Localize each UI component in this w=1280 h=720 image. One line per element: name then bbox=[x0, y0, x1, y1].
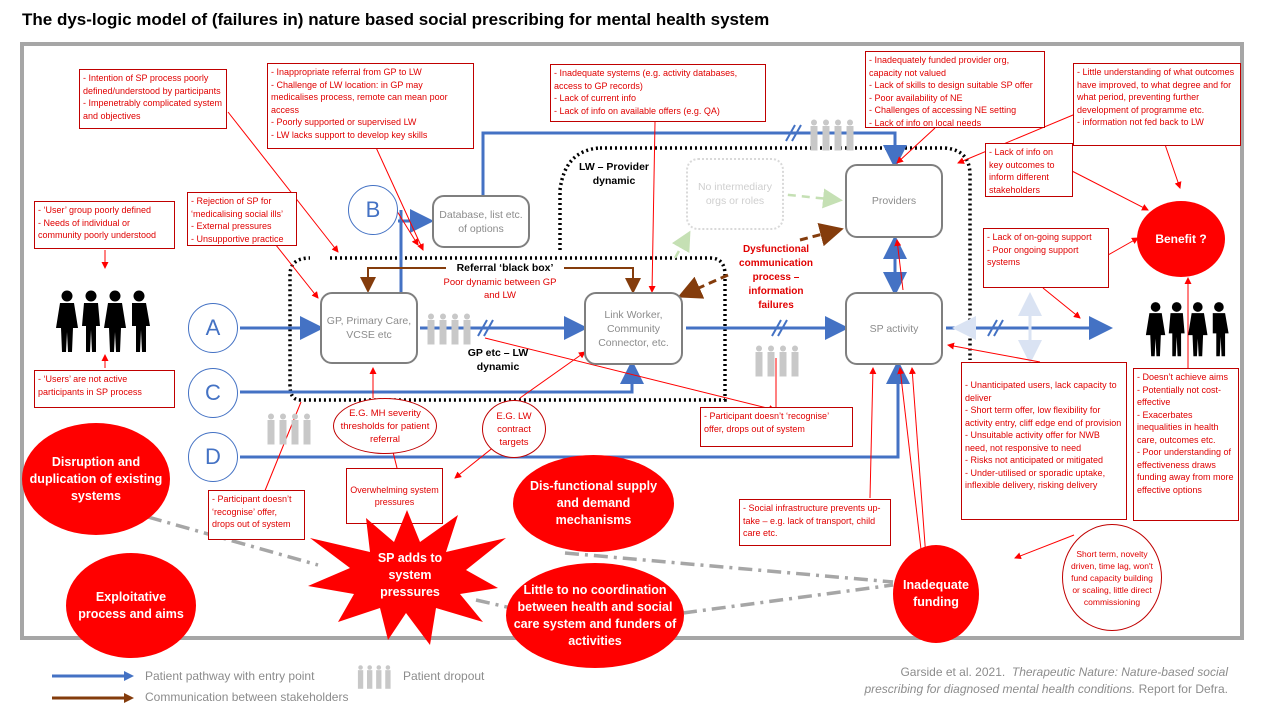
dysfunctional-comm-label: Dysfunctional communication process – in… bbox=[739, 244, 813, 311]
note-overwhelming: Overwhelming system pressures bbox=[346, 468, 443, 524]
note-referral: - Inappropriate referral from GP to LW- … bbox=[267, 63, 474, 149]
gp-node: GP, Primary Care, VCSE etc bbox=[320, 292, 418, 364]
note-participant-drop-gp: - Participant doesn’t ‘recognise’ offer,… bbox=[208, 490, 305, 540]
note-systems: - Inadequate systems (e.g. activity data… bbox=[550, 64, 766, 122]
failure-sp-adds: SP adds to system pressures bbox=[377, 550, 443, 599]
oval-funding-detail: Short term, novelty driven, time lag, wo… bbox=[1062, 524, 1162, 631]
failure-benefit: Benefit ? bbox=[1137, 201, 1225, 277]
note-key-outcomes: - Lack of info on key outcomes to inform… bbox=[985, 143, 1073, 197]
legend-dropout-label: Patient dropout bbox=[403, 669, 485, 683]
entry-point-b: B bbox=[348, 185, 398, 235]
gp-lw-dynamic-label: GP etc – LW dynamic bbox=[467, 347, 529, 373]
entry-point-d: D bbox=[188, 432, 238, 482]
note-users-not-active: - ‘Users’ are not active participants in… bbox=[34, 370, 175, 408]
pathway-c bbox=[240, 360, 644, 394]
failure-disruption: Disruption and duplication of existing s… bbox=[22, 423, 170, 535]
dropout-icon bbox=[267, 413, 311, 445]
sp-activity-node: SP activity bbox=[845, 292, 943, 365]
lw-provider-dynamic-boundary bbox=[558, 146, 972, 360]
legend-dropout-icon bbox=[357, 665, 391, 689]
providers-node: Providers bbox=[845, 164, 943, 238]
intermediary-node: No intermediary orgs or roles bbox=[686, 158, 784, 230]
pathway-db-providers bbox=[481, 131, 907, 195]
note-ongoing-support: - Lack of on-going support- Poor ongoing… bbox=[983, 228, 1109, 288]
dropout-icon bbox=[810, 119, 854, 151]
note-benefit-issues: - Doesn’t achieve aims- Potentially not … bbox=[1133, 368, 1239, 521]
beneficiaries-group-icon bbox=[1145, 302, 1229, 357]
legend-communication-label: Communication between stakeholders bbox=[145, 690, 349, 704]
users-group-icon bbox=[56, 290, 150, 352]
note-intention: - Intention of SP process poorly defined… bbox=[79, 69, 227, 129]
entry-point-a: A bbox=[188, 303, 238, 353]
note-rejection: - Rejection of SP for ‘medicalising soci… bbox=[187, 192, 297, 246]
note-outcomes: - Little understanding of what outcomes … bbox=[1073, 63, 1241, 146]
diagram-title: The dys-logic model of (failures in) nat… bbox=[22, 10, 770, 29]
failure-coordination: Little to no coordination between health… bbox=[506, 563, 684, 668]
entry-point-c: C bbox=[188, 368, 238, 418]
dropout-icon bbox=[427, 313, 471, 345]
failure-exploitative: Exploitative process and aims bbox=[66, 553, 196, 658]
citation-suffix: Report for Defra. bbox=[1138, 682, 1228, 696]
note-sp-activity-issues: - Unanticipated users, lack capacity to … bbox=[961, 362, 1127, 520]
note-participant-drop-lw: - Participant doesn’t ‘recognise’ offer,… bbox=[700, 407, 853, 447]
oval-lw-targets: E.G. LW contract targets bbox=[482, 400, 546, 458]
citation-title-2: prescribing for diagnosed mental health … bbox=[864, 682, 1136, 696]
citation-title-1: Therapeutic Nature: Nature-based social bbox=[1011, 665, 1228, 679]
referral-black-box-label: Referral ‘black box’ bbox=[446, 261, 564, 275]
failure-supply-demand: Dis-functional supply and demand mechani… bbox=[513, 455, 674, 552]
note-user-group: - ‘User’ group poorly defined- Needs of … bbox=[34, 201, 175, 249]
dysfunctional-comm-link bbox=[677, 273, 729, 299]
pathway-d bbox=[240, 360, 910, 459]
citation-authors: Garside et al. 2021. bbox=[900, 665, 1006, 679]
legend-pathway-arrow bbox=[52, 671, 134, 681]
lw-provider-label: LW – Provider dynamic bbox=[578, 161, 650, 187]
failure-funding: Inadequate funding bbox=[893, 545, 979, 643]
database-node: Database, list etc. of options bbox=[432, 195, 530, 248]
legend-pathway-label: Patient pathway with entry point bbox=[145, 669, 315, 683]
citation: Garside et al. 2021. Therapeutic Nature:… bbox=[864, 664, 1228, 698]
dropout-icon bbox=[755, 345, 799, 377]
poor-dynamic-label: Poor dynamic between GP and LW bbox=[443, 277, 557, 301]
oval-mh-thresholds: E.G. MH severity thresholds for patient … bbox=[333, 398, 437, 454]
link-worker-node: Link Worker, Community Connector, etc. bbox=[584, 292, 683, 365]
note-social-infra: - Social infrastructure prevents up-take… bbox=[739, 499, 891, 546]
failure-sp-adds-burst bbox=[308, 510, 506, 645]
note-provider-org: - Inadequately funded provider org, capa… bbox=[865, 51, 1045, 128]
legend-communication-arrow bbox=[52, 693, 134, 703]
gp-lw-dynamic-boundary bbox=[288, 256, 727, 402]
